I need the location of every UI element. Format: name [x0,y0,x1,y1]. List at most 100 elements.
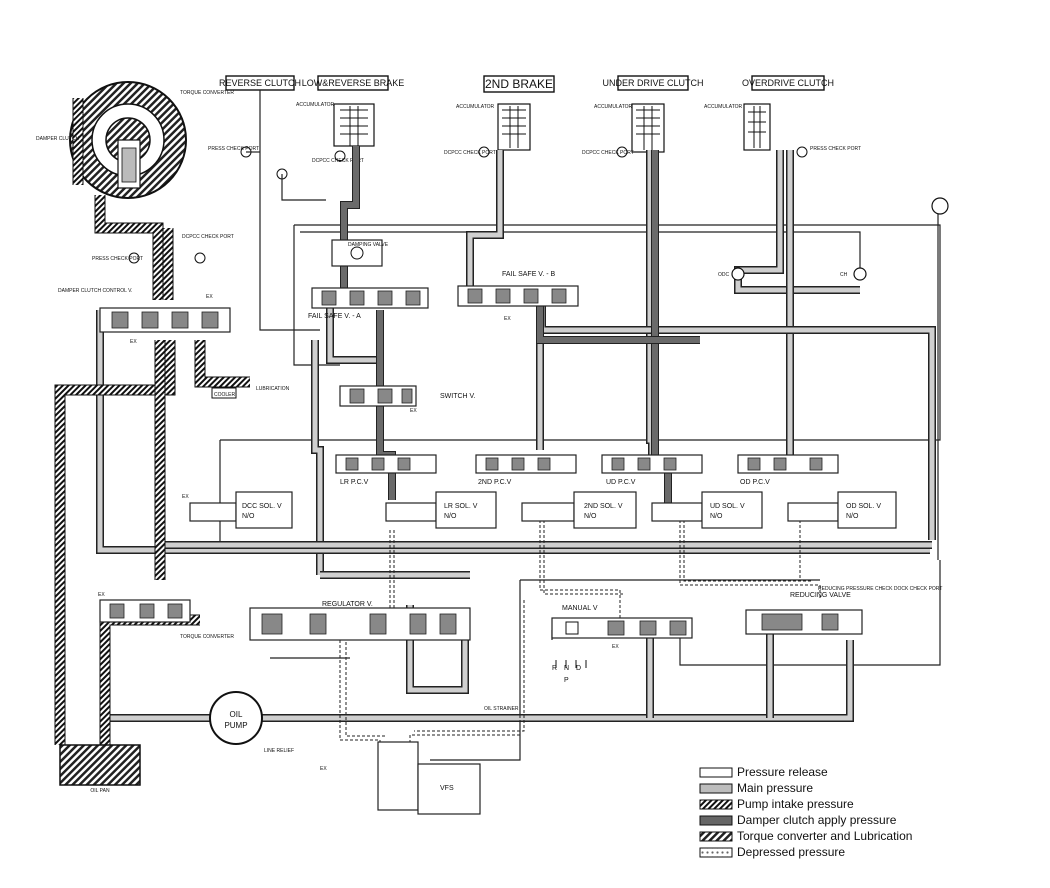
damper-clutch-control-valve [99,307,231,333]
regulator-valve-label: REGULATOR V. [322,601,373,608]
manual-valve [551,617,693,639]
dcc-solenoid-valve [189,491,293,529]
ud-sol-label: UD SOL. V [710,503,745,510]
oil-pump-label-1: OIL [230,710,243,719]
vfs-label: VFS [440,785,454,792]
legend-item-main: Main pressure [699,781,813,795]
accumulator-ud [631,103,665,153]
legend-item-release: Pressure release [699,765,828,779]
pipes-torque [54,195,250,745]
legend: Pressure release Main pressure Pump inta… [699,765,912,859]
ex-label-6: EX [612,644,619,650]
torque-converter-small-label: TORQUE CONVERTER [180,634,234,640]
ud-pcv-label: UD P.C.V [606,479,636,486]
second-brake-label: 2ND BRAKE [485,77,553,91]
legend-item-intake: Pump intake pressure [699,797,854,811]
switch-valve [339,385,417,407]
torque-converter [69,81,187,199]
ex-label-5: EX [98,592,105,598]
low-reverse-brake-label: LOW&REVERSE BRAKE [302,78,405,88]
oil-pump [209,691,263,745]
reverse-clutch-label: REVERSE CLUTCH [219,78,301,88]
2nd-sol-label: 2ND SOL. V [584,503,623,510]
underdrive-clutch-box: UNDER DRIVE CLUTCH [602,75,704,91]
od-sol-label: OD SOL. V [846,503,881,510]
overdrive-clutch-label: OVERDRIVE CLUTCH [742,78,834,88]
2nd-pressure-control-valve [475,454,577,474]
od-pcv-label: OD P.C.V [740,479,770,486]
dcpcc-check-port-label-1: DCPCC CHECK PORT [312,158,364,164]
ch-check-label: CH [840,272,848,278]
legend-label-intake: Pump intake pressure [737,797,854,811]
line-relief-label: LINE RELIEF [264,748,294,754]
legend-label-damper: Damper clutch apply pressure [737,813,897,827]
press-check-port-label-1: PRESS CHECK PORT [208,146,259,152]
od-pressure-control-valve [737,454,839,474]
accumulator-lr [333,103,375,147]
reducing-check-port-label: REDUCING PRESSURE CHECK DOCK CHECK PORT [818,586,942,592]
legend-item-damper: Damper clutch apply pressure [699,813,897,827]
lubrication-label: LUBRICATION [256,386,290,392]
accumulator-label-4: ACCUMULATOR [704,104,743,110]
lr-pressure-control-valve [335,454,437,474]
fail-safe-a-label: FAIL SAFE V. - A [308,313,361,320]
ex-label-3: EX [410,408,417,414]
check-ports [128,146,808,264]
fail-safe-b-label: FAIL SAFE V. - B [502,271,556,278]
cooler-label: COOLER [214,392,236,398]
gear-selector [555,660,587,668]
od-solenoid-valve [787,491,897,529]
gear-p-label: P [564,677,569,684]
second-brake-box: 2ND BRAKE [483,75,555,93]
odc-check-label: ODC [718,272,730,278]
dcpcc-check-port-label-3: DCPCC CHECK PORT [582,150,634,156]
dcpcc-check-port-label-4: DCPCC CHECK PORT [182,234,234,240]
strainer-label: OIL STRAINER [484,706,519,712]
damper-clutch-label: DAMPER CLUTCH [36,136,79,142]
lr-solenoid-valve [385,491,497,529]
torque-converter-valve [99,599,191,623]
torque-converter-label: TORQUE CONVERTER [180,90,234,96]
reducing-valve-label: REDUCING VALVE [790,592,851,599]
manual-valve-label: MANUAL V [562,605,598,612]
ex-label-2: EX [130,339,137,345]
damping-valve [331,239,383,267]
legend-label-torque: Torque converter and Lubrication [737,829,912,843]
oil-pump-label-2: PUMP [224,721,247,730]
2nd-sol-no-label: N/O [584,513,597,520]
damper-clutch-control-label: DAMPER CLUTCH CONTROL V. [58,288,132,294]
press-check-port-label-2: PRESS CHECK PORT [810,146,861,152]
pipes-release [219,90,941,761]
legend-item-depressed: Depressed pressure [699,845,845,859]
ex-label-7: EX [320,766,327,772]
reverse-clutch-box: REVERSE CLUTCH [219,75,301,91]
fail-safe-valve-b [457,285,579,307]
ud-sol-no-label: N/O [710,513,723,520]
accumulator-od [743,103,771,151]
lr-sol-no-label: N/O [444,513,457,520]
gear-n-label: N [564,665,569,672]
2nd-solenoid-valve [521,491,637,529]
legend-label-main: Main pressure [737,781,813,795]
accumulator-label-3: ACCUMULATOR [594,104,633,110]
legend-item-torque: Torque converter and Lubrication [699,829,912,843]
underdrive-clutch-label: UNDER DRIVE CLUTCH [602,78,703,88]
dcc-sol-label: DCC SOL. V [242,503,282,510]
dcc-sol-no-label: N/O [242,513,255,520]
gear-r-label: R [552,665,557,672]
lr-sol-label: LR SOL. V [444,503,478,510]
switch-valve-label: SWITCH V. [440,393,476,400]
od-sol-no-label: N/O [846,513,859,520]
gear-d-label: D [576,665,581,672]
check-balls [731,197,949,281]
ex-label-4: EX [182,494,189,500]
overdrive-clutch-box: OVERDRIVE CLUTCH [742,75,834,91]
oil-pan-label: OIL PAN [90,788,110,794]
cooler [211,387,237,399]
oil-pan [59,744,141,786]
low-reverse-brake-box: LOW&REVERSE BRAKE [302,75,405,91]
vfs-solenoid [377,741,481,815]
2nd-pcv-label: 2ND P.C.V [478,479,512,486]
reducing-valve [745,609,863,635]
